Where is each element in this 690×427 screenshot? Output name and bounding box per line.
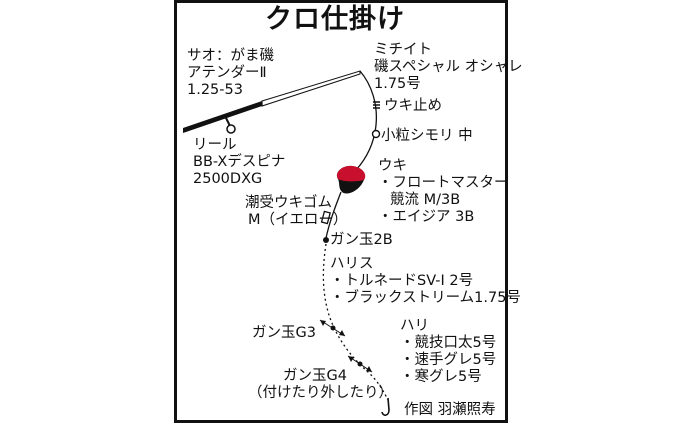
diagram-frame (174, 0, 508, 423)
float-cushion-icon (320, 210, 331, 225)
rod-label: サオ：がま磯 (187, 48, 274, 64)
line-below-float (325, 191, 342, 239)
cushion-label: 潮受ウキゴム (245, 195, 332, 211)
line-label: ミチイト (374, 42, 432, 58)
cushion-spec: M（イエロー） (248, 212, 348, 228)
sinker-2b-icon (323, 237, 329, 243)
bead-icon (371, 129, 381, 139)
float-stop-label: ウキ止め (384, 98, 442, 114)
leader-item-1: ・トルネードSV-Ⅰ 2号 (330, 273, 474, 289)
leader-line (322, 243, 389, 401)
hook-icon (381, 397, 390, 416)
fishing-rod (183, 70, 361, 133)
float-label: ウキ (378, 158, 407, 174)
float-item-1: ・フロートマスター (378, 175, 509, 191)
reel-icon (225, 117, 236, 134)
reel-spec: 2500DXG (193, 171, 263, 187)
sinker-2b-label: ガン玉2B (330, 232, 393, 248)
float-item-2: ・エイジア 3B (378, 209, 475, 225)
leader-item-2: ・ブラックストリーム1.75号 (330, 290, 521, 306)
hook-item-2: ・速手グレ5号 (400, 352, 497, 368)
sinker-g4-note: （付けたり外したり） (248, 385, 393, 401)
main-line (355, 70, 378, 171)
sinker-g4-icon (347, 355, 373, 373)
diagram-title: クロ仕掛け (265, 4, 405, 35)
line-spec: 1.75号 (374, 76, 421, 92)
hook-item-3: ・寒グレ5号 (400, 369, 482, 385)
line-model: 磯スペシャル オシャレ (374, 59, 523, 75)
float-item-1b: 競流 M/3B (390, 192, 461, 208)
float-stop-knot-icon (373, 101, 380, 109)
leader-label: ハリス (330, 256, 374, 272)
sinker-g4-label: ガン玉G4 (283, 368, 347, 384)
hook-label: ハリ (400, 318, 429, 334)
credit: 作図 羽瀬照寿 (404, 402, 496, 418)
hook-item-1: ・競技口太5号 (400, 335, 497, 351)
reel-label: リール (193, 137, 237, 153)
bead-label: 小粒シモリ 中 (381, 128, 473, 144)
reel-model: BB-Xデスピナ (193, 154, 286, 170)
sinker-g3-icon (319, 319, 346, 337)
rod-model: アテンダーⅡ (187, 65, 267, 81)
float-icon (336, 165, 366, 194)
sinker-g3-label: ガン玉G3 (252, 325, 316, 341)
rod-spec: 1.25-53 (187, 82, 243, 98)
